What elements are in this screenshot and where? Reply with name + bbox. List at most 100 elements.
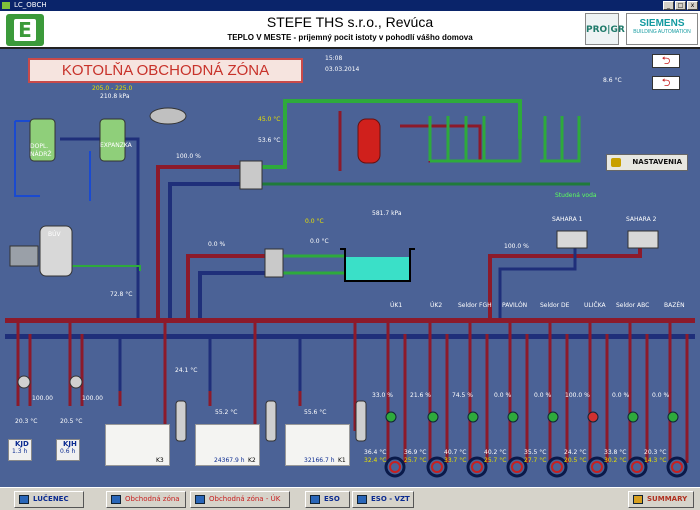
secondary-supply-1 xyxy=(262,99,522,169)
boiler-k1[interactable]: 32166.7 h K1 xyxy=(285,424,350,466)
circuit-fgh-t2: 33.7 °C xyxy=(444,457,467,464)
boiler-k2[interactable]: 24367.9 h K2 xyxy=(195,424,260,466)
circuit-uk2-pct: 21.6 % xyxy=(410,392,431,399)
primary-supply-1 xyxy=(156,165,245,318)
pump-kjh xyxy=(69,375,83,389)
circuit-abc-t2: 30.2 °C xyxy=(604,457,627,464)
circuit-terminals xyxy=(384,456,688,478)
secondary-pressure: 581.7 kPa xyxy=(372,210,402,217)
expanzka-tank xyxy=(99,118,126,162)
circuit-ulicka-t1: 24.2 °C xyxy=(564,449,587,456)
nav-obchodna-zona-button[interactable]: Obchodná zóna xyxy=(106,491,186,508)
circuit-pipes xyxy=(386,318,689,463)
circuit-uk1-t2: 32.4 °C xyxy=(364,457,387,464)
nav-icon xyxy=(310,495,320,504)
supply-header-pipe xyxy=(5,318,695,323)
chimney-k1 xyxy=(355,400,367,442)
sahara-1-label: SAHARA 1 xyxy=(552,216,583,223)
circuit-valves xyxy=(385,411,679,423)
circuit-uk1-label: ÚK1 xyxy=(390,302,403,309)
secondary-temp: 53.6 °C xyxy=(258,137,281,144)
nav-lucenec-button[interactable]: LUČENEC xyxy=(14,491,84,508)
valve-1-position: 100.0 % xyxy=(176,153,201,160)
nav-eso-button[interactable]: ESO xyxy=(305,491,350,508)
sahara-2-label: SAHARA 2 xyxy=(626,216,657,223)
maximize-button[interactable]: □ xyxy=(675,1,686,10)
pump-kjd xyxy=(17,375,31,389)
return-temp: 72.8 °C xyxy=(110,291,133,298)
clock-date: 03.03.2014 xyxy=(325,66,360,73)
nav-eso-vzt-button[interactable]: ESO - VZT xyxy=(352,491,414,508)
pipe-diagram xyxy=(5,99,695,478)
siemens-logo: SIEMENS BUILDING AUTOMATION xyxy=(626,13,698,45)
pool-setpoint: 0.0 °C xyxy=(305,218,324,225)
company-name: STEFE THS s.r.o., Revúca xyxy=(266,14,434,30)
circuit-abc-label: Seldor ABC xyxy=(616,302,650,309)
circuit-uk2-t2: 25.7 °C xyxy=(404,457,427,464)
sahara-return xyxy=(498,246,577,318)
pool-pipes xyxy=(282,254,345,275)
window-titlebar: LC_OBCH _ □ x xyxy=(0,0,700,11)
circuit-bazen-label: BAZÉN xyxy=(664,302,685,309)
window-title: LC_OBCH xyxy=(14,1,47,9)
dopl-nadrz-tank xyxy=(29,118,56,162)
pool-temp: 0.0 °C xyxy=(310,238,329,245)
boiler-return-pipes xyxy=(118,334,302,391)
pump-unit xyxy=(149,107,187,125)
dist-pipes-1 xyxy=(428,116,486,161)
kjd-temp: 20.3 °C xyxy=(15,418,38,425)
boiler-k3[interactable]: K3 xyxy=(105,424,170,466)
circuit-ulicka-t2: 20.5 °C xyxy=(564,457,587,464)
dist-collector xyxy=(430,139,522,163)
circuit-uk2-label: ÚK2 xyxy=(430,302,443,309)
dist-pipes-2 xyxy=(540,116,581,163)
minimize-button[interactable]: _ xyxy=(663,1,674,10)
circuit-pavilon-pct: 0.0 % xyxy=(494,392,512,399)
sahara-valve-position: 100.0 % xyxy=(504,243,529,250)
secondary-setpoint: 45.0 °C xyxy=(258,116,281,123)
cold-water-label: Studená voda xyxy=(555,192,597,199)
header: E STEFE THS s.r.o., Revúca TEPLO V MESTE… xyxy=(0,11,700,49)
dopl-label: DOPL. xyxy=(30,143,49,150)
nav-obchodna-zona-uk-button[interactable]: Obchodná zóna - ÚK xyxy=(190,491,290,508)
circuit-uk2-t1: 36.9 °C xyxy=(404,449,427,456)
expansion-pipe xyxy=(14,120,91,201)
left-pump-pipes xyxy=(16,318,84,406)
circuit-bazen-t1: 20.3 °C xyxy=(644,449,667,456)
kjd-valve: 100.00 xyxy=(32,395,53,402)
nav-icon xyxy=(19,495,29,504)
pool-water xyxy=(346,257,409,280)
circuit-pavilon-t2: 25.7 °C xyxy=(484,457,507,464)
blue-feed-pipe xyxy=(60,137,140,318)
zone-title: KOTOLŇA OBCHODNÁ ZÓNA xyxy=(28,58,303,83)
return-header-pipe xyxy=(5,334,695,339)
pool-outline xyxy=(340,248,415,282)
system-pressure: 210.8 kPa xyxy=(100,93,130,100)
circuit-pavilon-label: PAVILÓN xyxy=(502,302,528,309)
chimney-k3 xyxy=(175,400,187,442)
sahara-1-unit xyxy=(556,230,588,249)
kjd-box[interactable]: KJD 1.3 h xyxy=(8,439,32,461)
nav-icon xyxy=(111,495,121,504)
circuit-pavilon-t1: 40.2 °C xyxy=(484,449,507,456)
sahara-2-unit xyxy=(627,230,659,249)
nadrz-label: NÁDRŽ xyxy=(30,151,52,158)
buv-label: BÚV xyxy=(48,231,61,238)
settings-icon xyxy=(611,158,621,167)
kjh-temp: 20.5 °C xyxy=(60,418,83,425)
k2-temp: 55.2 °C xyxy=(215,409,238,416)
close-button[interactable]: x xyxy=(687,1,698,10)
back-button-1[interactable]: ⮌ xyxy=(652,54,680,68)
app-icon xyxy=(2,2,10,9)
company-logo: E xyxy=(6,14,44,46)
back-button-2[interactable]: ⮌ xyxy=(652,76,680,90)
outside-temp: 8.6 °C xyxy=(603,77,622,84)
circuit-ulicka-pct: 100.0 % xyxy=(565,392,590,399)
buv-pipe xyxy=(72,265,141,271)
kjh-box[interactable]: KJH 0.6 h xyxy=(56,439,80,461)
settings-button[interactable]: NASTAVENIA xyxy=(606,154,688,171)
circuit-de-label: Seldor DE xyxy=(540,302,570,309)
heat-exchanger-1 xyxy=(239,160,263,190)
circuit-de-t2: 27.7 °C xyxy=(524,457,547,464)
nav-summary-button[interactable]: SUMMARY xyxy=(628,491,694,508)
